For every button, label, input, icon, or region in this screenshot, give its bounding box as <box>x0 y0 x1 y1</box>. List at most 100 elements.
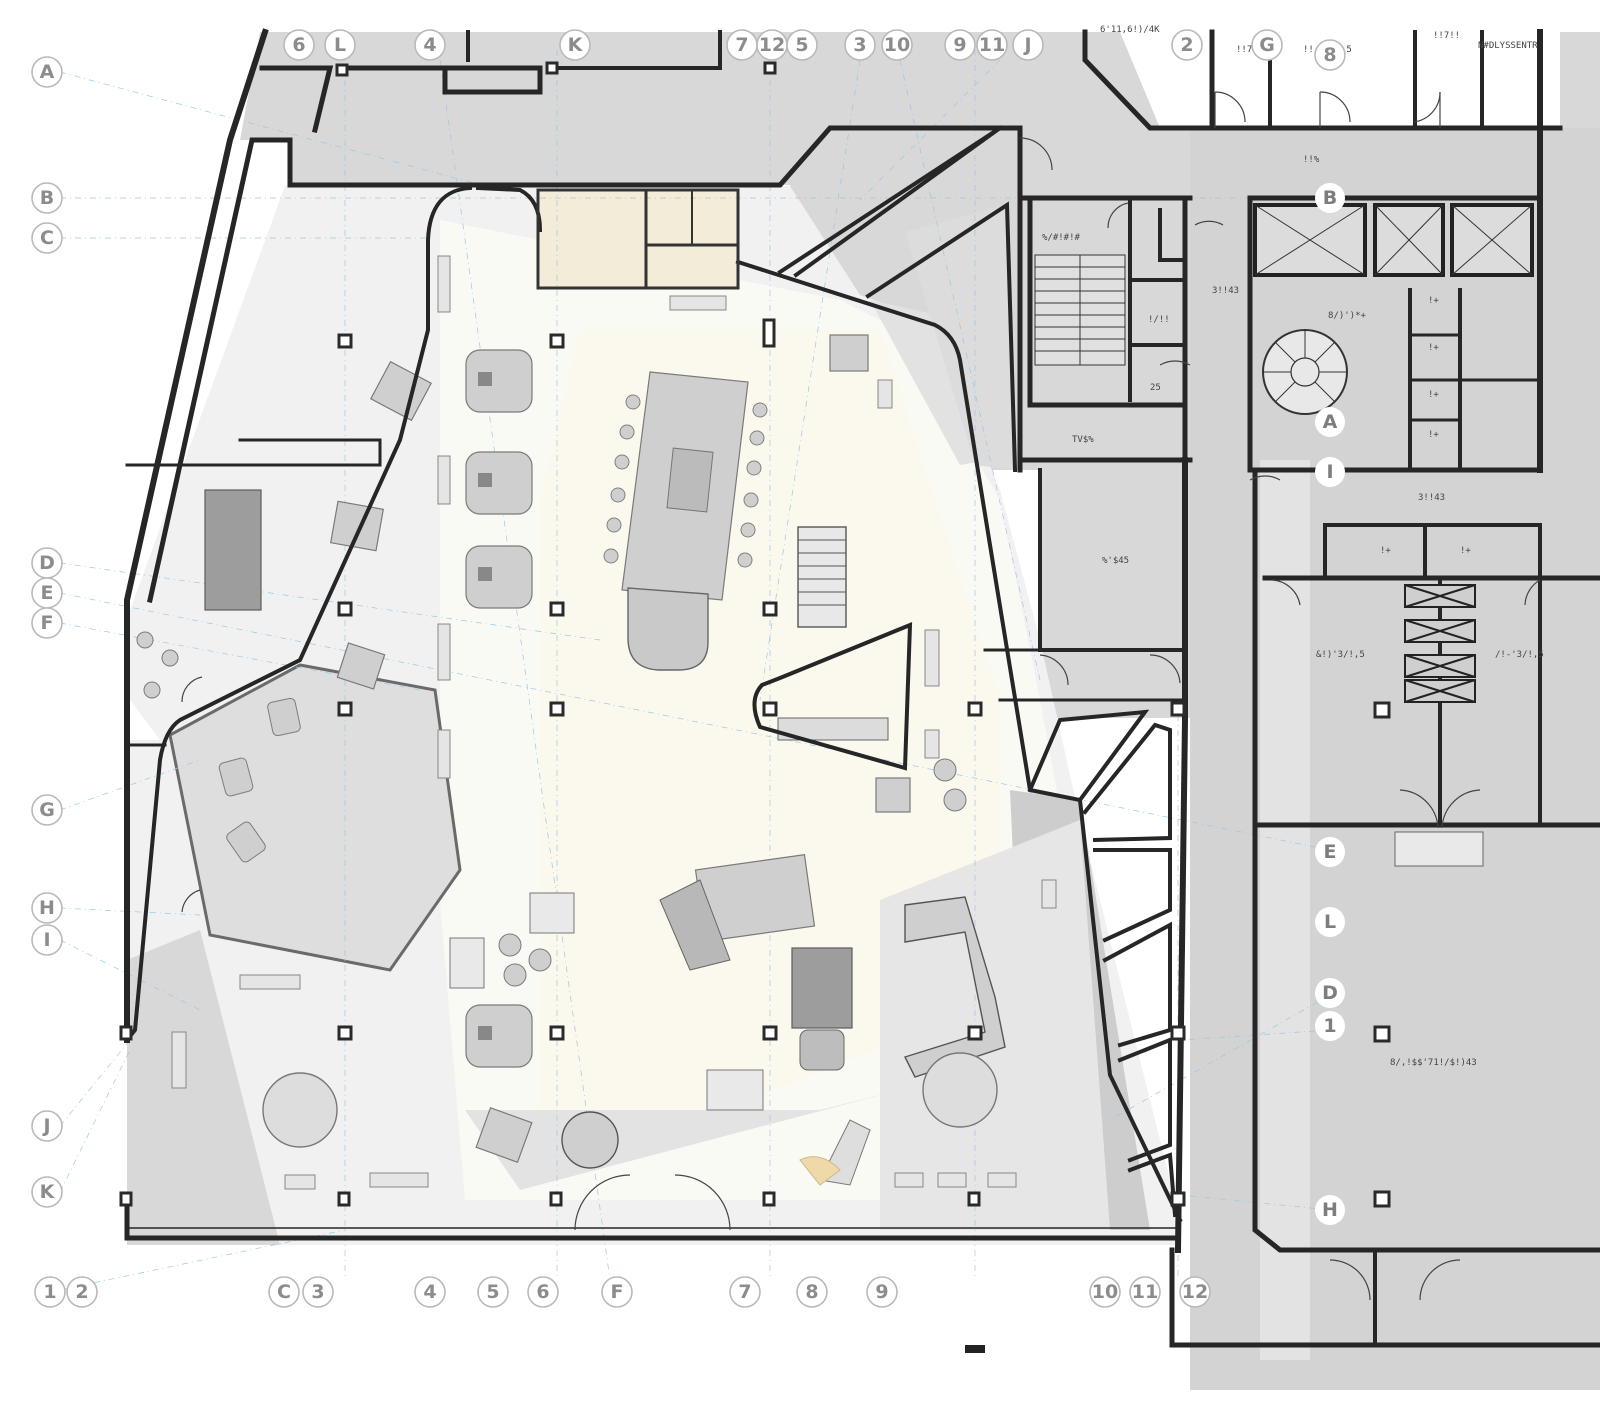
grid-marker: 2 <box>1171 29 1203 61</box>
grid-marker: C <box>268 1276 300 1308</box>
svg-text:L: L <box>334 34 346 56</box>
room-label: %/#!#!# <box>1042 233 1081 243</box>
room-labels: 6'11,6!)/4K !!7!! !!/'\B/,5 !!7!! N#DLYS… <box>1042 25 1544 1068</box>
grid-marker: 11 <box>1129 1276 1161 1308</box>
svg-text:D: D <box>39 552 55 574</box>
grid-marker: 5 <box>786 29 818 61</box>
walls <box>124 28 1600 1348</box>
svg-text:3: 3 <box>853 34 866 56</box>
room-label: !+ <box>1428 390 1439 400</box>
room-label: TV$% <box>1072 435 1094 445</box>
grid-marker: 10 <box>881 29 913 61</box>
grid-marker: K <box>31 1176 63 1208</box>
grid-marker: 9 <box>944 29 976 61</box>
grid-marker: 8 <box>1314 39 1346 71</box>
grid-marker: J <box>1012 29 1044 61</box>
svg-text:1: 1 <box>43 1281 56 1303</box>
svg-text:B: B <box>1323 187 1337 209</box>
svg-text:K: K <box>40 1181 56 1203</box>
room-label: !+ <box>1380 546 1391 556</box>
grid-marker: G <box>31 794 63 826</box>
svg-text:1: 1 <box>1323 1015 1336 1037</box>
svg-text:L: L <box>1324 911 1336 933</box>
grid-marker: 1 <box>1315 1011 1345 1041</box>
room-label: %'$45 <box>1102 556 1129 566</box>
grid-marker: L <box>324 29 356 61</box>
svg-text:G: G <box>39 799 55 821</box>
room-label: !+ <box>1460 546 1471 556</box>
grid-marker: 12 <box>756 29 788 61</box>
grid-marker: I <box>31 924 63 956</box>
svg-text:10: 10 <box>1092 1281 1118 1303</box>
svg-text:K: K <box>568 34 584 56</box>
svg-text:H: H <box>39 897 55 919</box>
svg-text:J: J <box>1022 34 1031 56</box>
grid-markers-left: A B C D E F G H I J K <box>31 56 63 1208</box>
room-label: 8/,!$$'71!/$!)43 <box>1390 1058 1477 1068</box>
svg-text:7: 7 <box>735 34 748 56</box>
furniture <box>136 255 1057 1190</box>
grid-marker: B <box>31 182 63 214</box>
svg-text:4: 4 <box>423 1281 436 1303</box>
svg-text:4: 4 <box>423 34 436 56</box>
room-label: N#DLYSSENTR <box>1478 41 1538 51</box>
room-label: !+ <box>1428 343 1439 353</box>
svg-text:F: F <box>611 1281 624 1303</box>
svg-text:9: 9 <box>875 1281 888 1303</box>
svg-text:9: 9 <box>953 34 966 56</box>
grid-marker: F <box>31 607 63 639</box>
grid-marker: 11 <box>976 29 1008 61</box>
svg-text:D: D <box>1322 982 1338 1004</box>
svg-text:H: H <box>1322 1199 1338 1221</box>
grid-marker: 6 <box>283 29 315 61</box>
doors <box>181 91 1541 1301</box>
svg-text:I: I <box>1326 461 1333 483</box>
svg-text:A: A <box>40 61 55 83</box>
grid-marker: A <box>31 56 63 88</box>
grid-marker: A <box>1315 407 1345 437</box>
room-label: 3!!43 <box>1212 286 1239 296</box>
grid-marker: 5 <box>477 1276 509 1308</box>
grid-marker: 8 <box>796 1276 828 1308</box>
grid-marker: B <box>1315 183 1345 213</box>
svg-text:3: 3 <box>311 1281 324 1303</box>
svg-text:F: F <box>41 612 54 634</box>
grid-marker: F <box>601 1276 633 1308</box>
grid-marker: 10 <box>1089 1276 1121 1308</box>
grid-marker: I <box>1315 457 1345 487</box>
grid-marker: 12 <box>1179 1276 1211 1308</box>
room-label: 3!!43 <box>1418 493 1445 503</box>
grid-marker: 4 <box>414 29 446 61</box>
svg-text:6: 6 <box>292 34 305 56</box>
grid-marker: C <box>31 222 63 254</box>
svg-text:8: 8 <box>1323 44 1336 66</box>
grid-marker: K <box>559 29 591 61</box>
grid-marker: J <box>31 1110 63 1142</box>
svg-text:10: 10 <box>884 34 910 56</box>
room-label: !!% <box>1303 155 1320 165</box>
svg-text:12: 12 <box>759 34 785 56</box>
svg-text:7: 7 <box>738 1281 751 1303</box>
grid-marker: 6 <box>527 1276 559 1308</box>
grid-marker: H <box>1315 1195 1345 1225</box>
svg-text:11: 11 <box>979 34 1005 56</box>
grid-marker: H <box>31 892 63 924</box>
svg-text:2: 2 <box>1180 34 1193 56</box>
room-label: !/!! <box>1148 315 1170 325</box>
room-label: !!7!! <box>1236 45 1263 55</box>
grid-marker: 9 <box>866 1276 898 1308</box>
room-label: !!7!! <box>1433 31 1460 41</box>
grid-marker: 4 <box>414 1276 446 1308</box>
room-label: 25 <box>1150 383 1161 393</box>
grid-marker: 1 <box>34 1276 66 1308</box>
svg-text:J: J <box>41 1115 50 1137</box>
grid-marker: E <box>1315 837 1345 867</box>
grid-marker: 7 <box>726 29 758 61</box>
svg-text:8: 8 <box>805 1281 818 1303</box>
lift-stack <box>1394 584 1484 867</box>
svg-text:6: 6 <box>536 1281 549 1303</box>
grid-marker: L <box>1315 907 1345 937</box>
grid-marker: 2 <box>66 1276 98 1308</box>
room-label: 8/)')*+ <box>1328 311 1367 321</box>
